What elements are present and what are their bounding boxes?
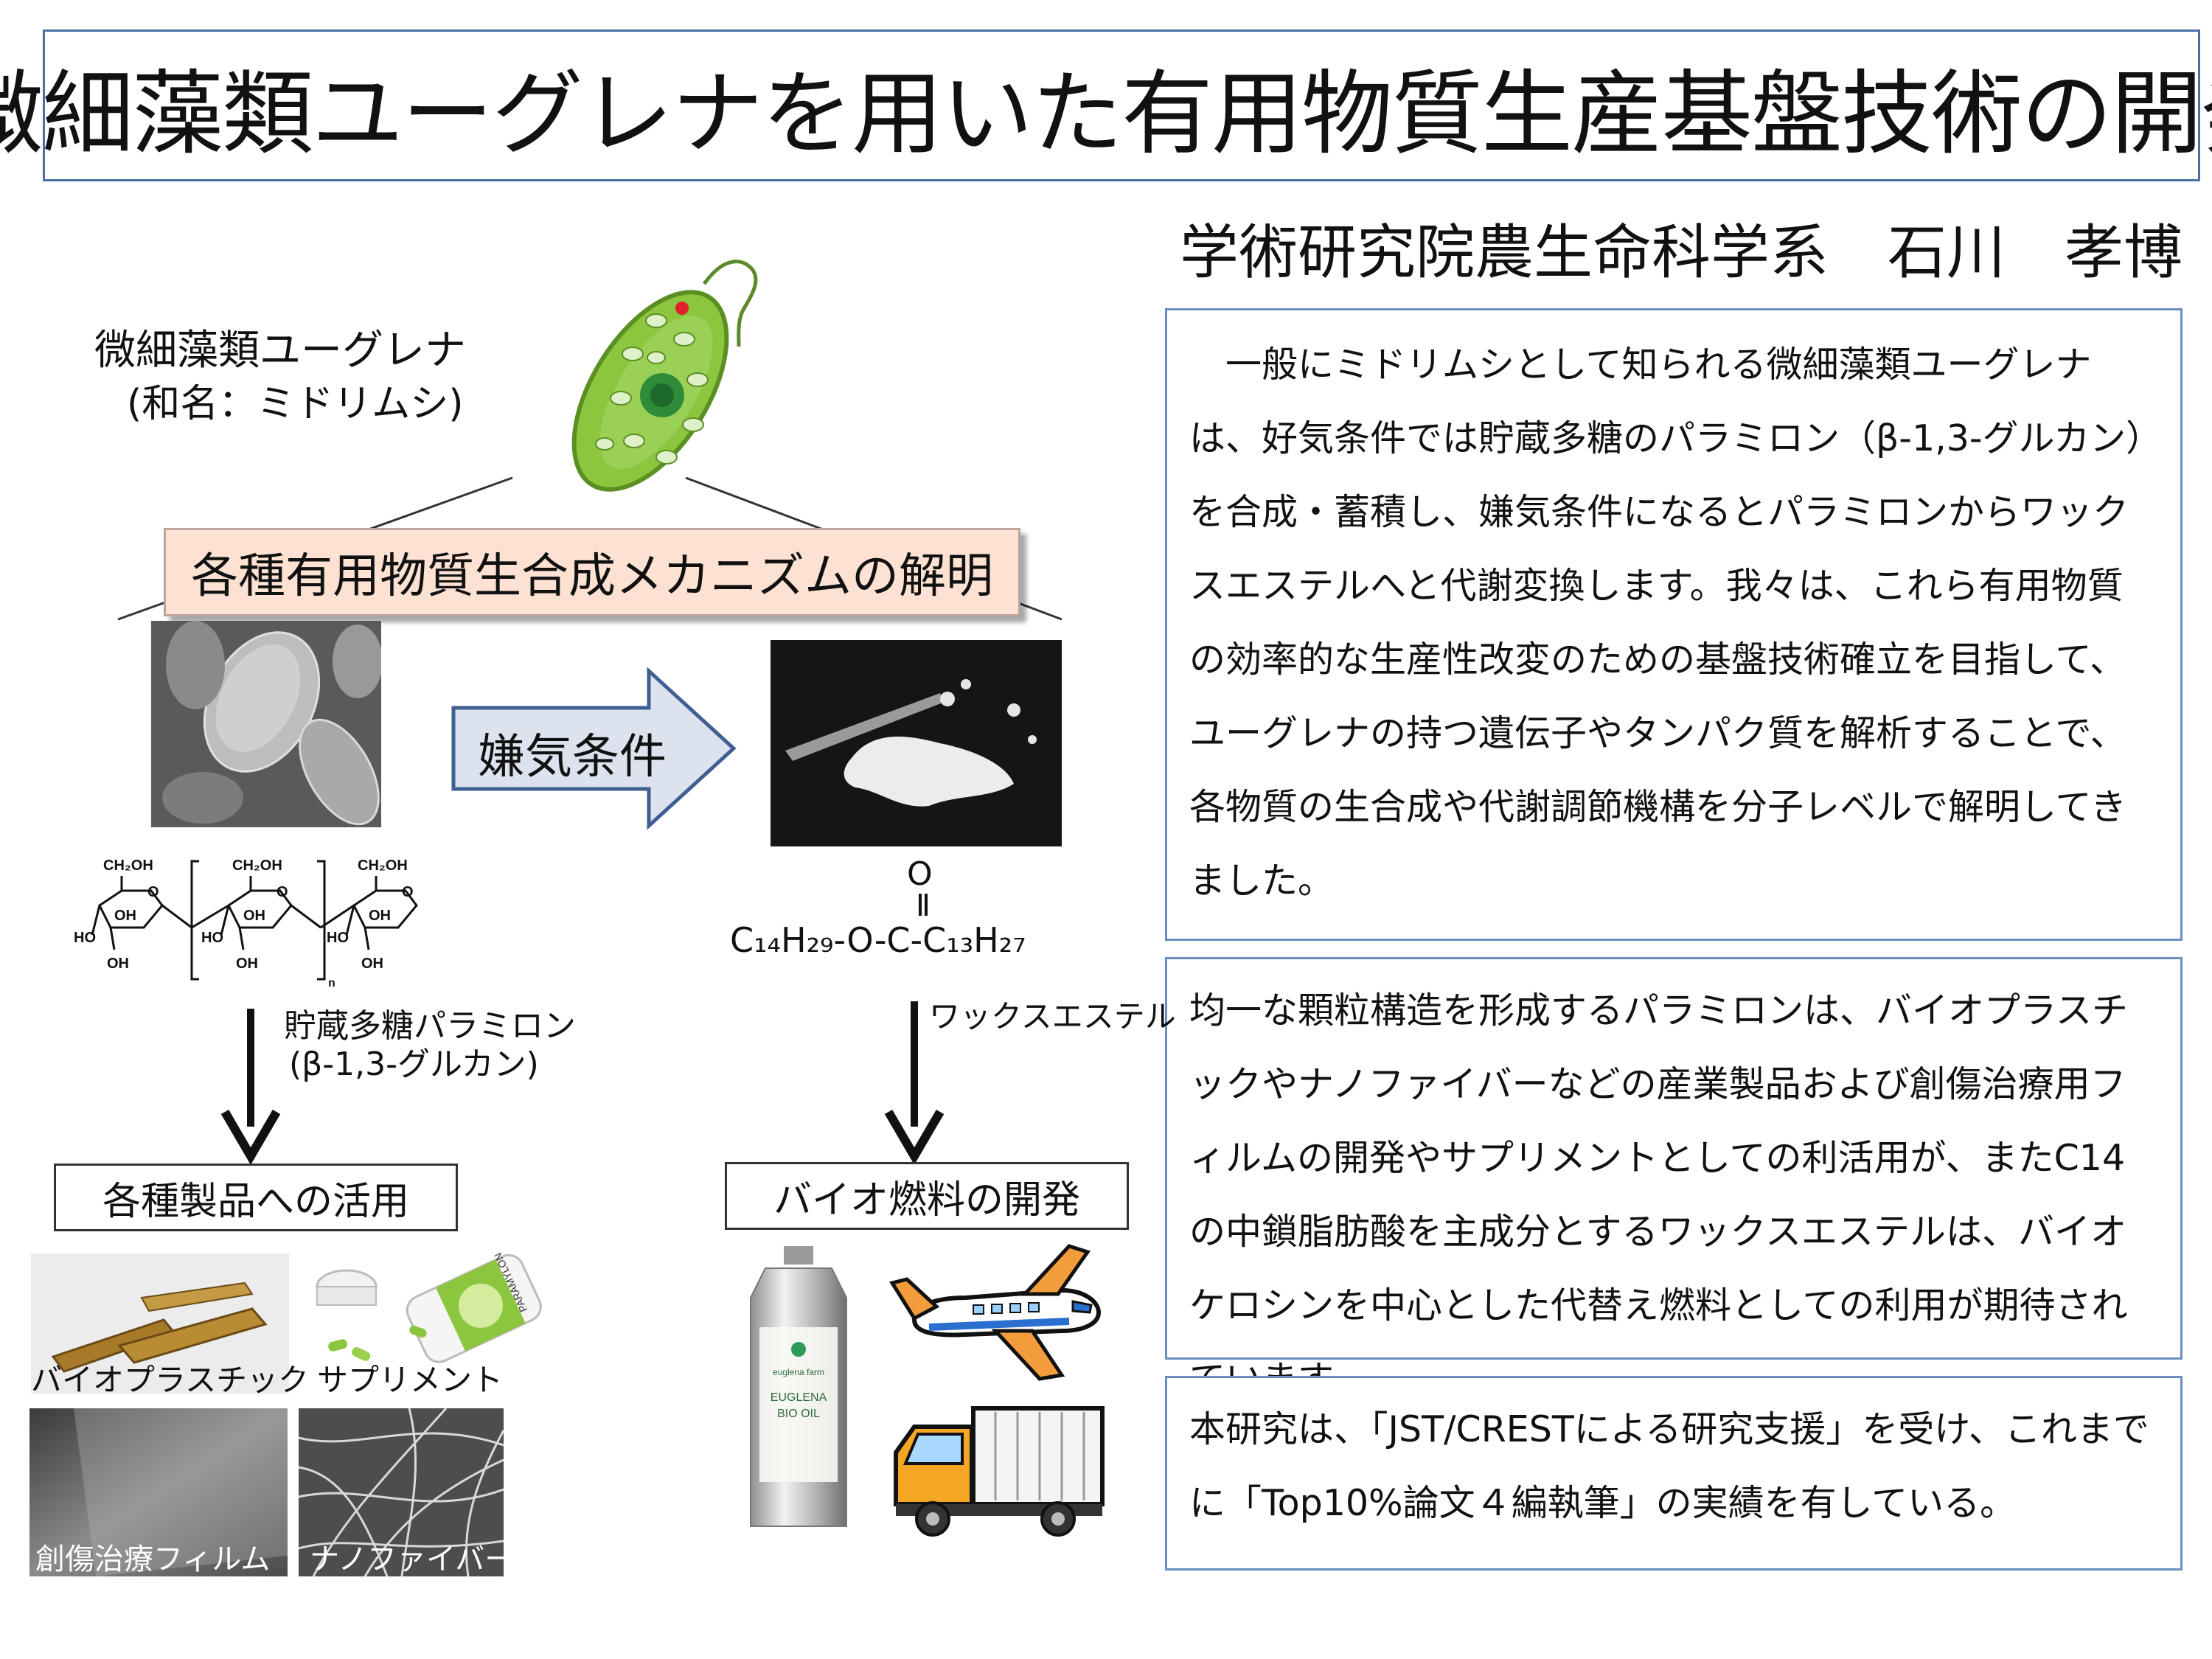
oh-label-6: OH: [361, 956, 383, 972]
bio-oil-can-photo: euglena farm EUGLENA BIO OIL: [743, 1246, 854, 1534]
page-title: 微細藻類ユーグレナを用いた有用物質生産基盤技術の開発: [0, 61, 2212, 167]
wax-ester-label: ワックスエステル: [929, 998, 1176, 1034]
author-name: 学術研究院農生命科学系 石川 孝博: [1180, 218, 2183, 287]
paragraph-3: 本研究は、「JST/CRESTによる研究支援」を受け、これまでに「Top10%論…: [1189, 1408, 2149, 1524]
wax-ester-formula: C₁₄H₂₉-O-C-C₁₃H₂₇: [730, 920, 1026, 960]
oh-label-5: OH: [236, 956, 258, 972]
o-label-3: O: [402, 884, 414, 900]
oh-label-1: OH: [114, 908, 136, 924]
ch2oh-label-1: CH₂OH: [103, 858, 153, 874]
nanofiber-photo: [299, 1408, 504, 1576]
oh-label-2: OH: [243, 908, 265, 924]
film-photo: [29, 1408, 288, 1576]
anaerobic-label: 嫌気条件: [478, 730, 667, 785]
ch2oh-label-3: CH₂OH: [358, 858, 408, 874]
biofuel-box: バイオ燃料の開発: [725, 1162, 1129, 1230]
ho-label-2: HO: [201, 930, 223, 946]
wax-carbonyl-o: O: [907, 855, 933, 893]
description-box-1: 一般にミドリムシとして知られる微細藻類ユーグレナは、好気条件では貯蔵多糖のパラミ…: [1165, 308, 2183, 941]
supplement-photo: PARAMYLON: [299, 1246, 542, 1371]
paramylon-label: 貯蔵多糖パラミロン: [284, 1007, 576, 1045]
ch2oh-label-2: CH₂OH: [232, 858, 282, 874]
euglena-japanese-name: (和名：ミドリムシ): [127, 382, 464, 426]
o-label-1: O: [147, 884, 159, 900]
bioplastic-photo: [31, 1253, 289, 1394]
description-box-3: 本研究は、「JST/CRESTによる研究支援」を受け、これまでに「Top10%論…: [1165, 1376, 2183, 1571]
paramylon-structure-diagram: CH₂OH CH₂OH CH₂OH O O O HO HO HO OH OH O…: [74, 858, 418, 990]
products-box: 各種製品への活用: [54, 1164, 458, 1231]
nanofiber-caption: ナノファイバー: [310, 1543, 515, 1576]
title-box: 微細藻類ユーグレナを用いた有用物質生産基盤技術の開発: [0, 29, 2212, 181]
can-brand: euglena farm: [773, 1367, 824, 1377]
can-line1: EUGLENA: [771, 1391, 827, 1404]
anaerobic-arrow-icon: [451, 667, 737, 830]
down-arrow-right-icon: [885, 1001, 944, 1164]
description-box-2: 均一な顆粒構造を形成するパラミロンは、バイオプラスチックやナノファイバーなどの産…: [1165, 957, 2183, 1400]
can-line2: BIO OIL: [777, 1408, 820, 1420]
ho-label-3: HO: [327, 930, 349, 946]
paramylon-sub-label: (β-1,3-グルカン): [289, 1046, 539, 1083]
airplane-icon: [889, 1244, 1102, 1381]
oh-label-4: OH: [107, 956, 129, 972]
paragraph-2: 均一な顆粒構造を形成するパラミロンは、バイオプラスチックやナノファイバーなどの産…: [1189, 990, 2129, 1400]
supplement-caption: サプリメント: [317, 1362, 504, 1398]
paramylon-sem-photo: [151, 621, 381, 827]
n-subscript: n: [328, 977, 335, 990]
bioplastic-caption: バイオプラスチック: [31, 1362, 310, 1398]
wax-ester-photo: [771, 640, 1062, 846]
ho-label-1: HO: [74, 930, 96, 946]
euglena-illustration-icon: [571, 260, 758, 492]
down-arrow-left-icon: [221, 1009, 280, 1164]
truck-icon: [894, 1406, 1105, 1537]
paragraph-1: 一般にミドリムシとして知られる微細藻類ユーグレナは、好気条件では貯蔵多糖のパラミ…: [1189, 344, 2144, 902]
double-bond-icon: [919, 894, 928, 916]
oh-label-3: OH: [369, 908, 391, 924]
film-caption: 創傷治療フィルム: [35, 1543, 271, 1576]
o-label-2: O: [276, 884, 288, 900]
mechanism-box: 各種有用物質生合成メカニズムの解明: [164, 528, 1020, 616]
euglena-label: 微細藻類ユーグレナ: [94, 327, 466, 375]
